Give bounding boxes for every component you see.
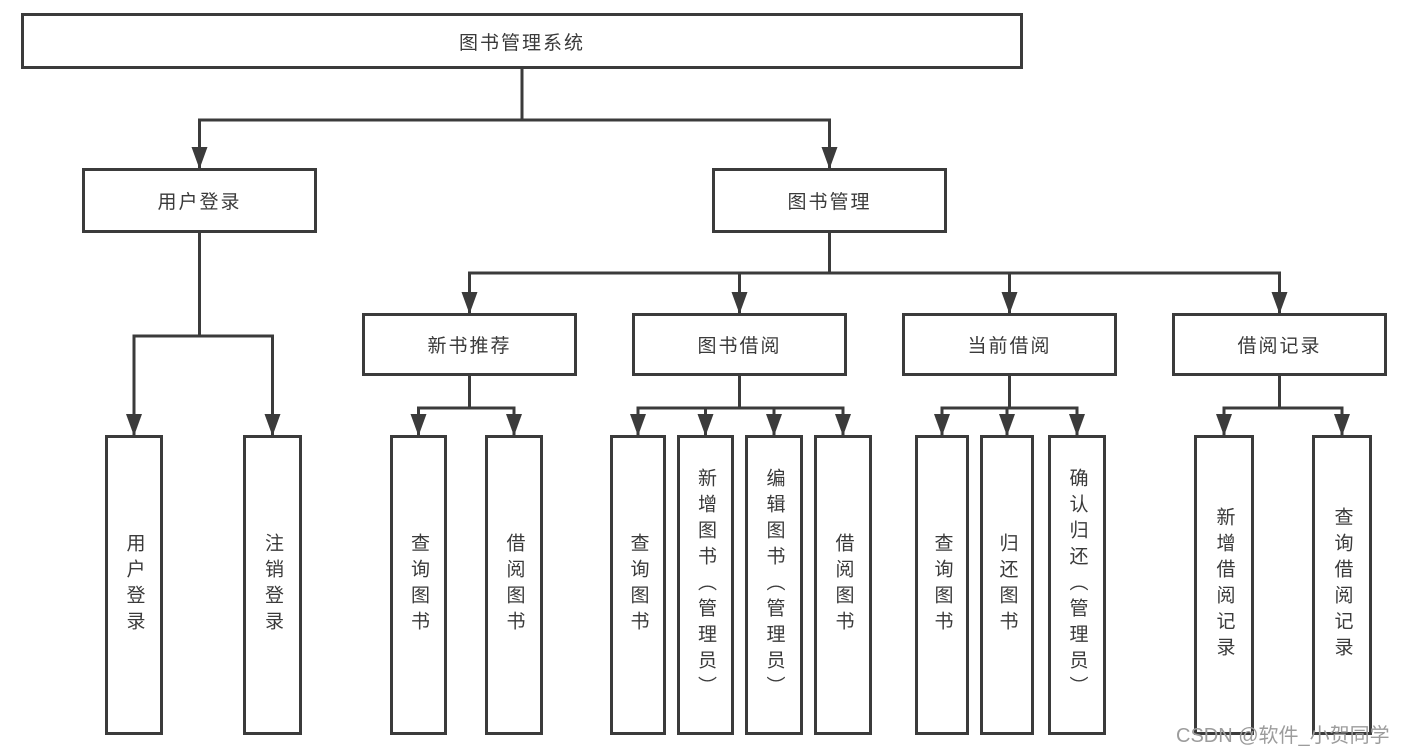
node-book-borrow: 图书借阅 (632, 313, 847, 376)
leaf-label: 借阅图书 (503, 533, 525, 637)
leaf-label: 查询图书 (931, 533, 953, 637)
leaf-label: 注销登录 (262, 533, 283, 637)
node-label: 图书管理 (787, 192, 872, 213)
leaf-label: 查询图书 (408, 533, 429, 637)
leaf-query-books: 查询图书 (610, 435, 666, 735)
node-library-management-system: 图书管理系统 (21, 13, 1023, 69)
node-label: 借阅记录 (1237, 336, 1322, 357)
leaf-user-login: 用户登录 (105, 435, 163, 735)
leaf-query-books: 查询图书 (915, 435, 969, 735)
leaf-label: 确认归还（管理员） (1066, 468, 1088, 702)
leaf-query-borrow-record: 查询借阅记录 (1312, 435, 1372, 735)
node-label: 图书管理系统 (458, 32, 585, 54)
leaf-add-borrow-record: 新增借阅记录 (1194, 435, 1254, 735)
node-label: 当前借阅 (967, 336, 1052, 357)
node-new-book-recommend: 新书推荐 (362, 313, 577, 376)
leaf-label: 借阅图书 (832, 533, 854, 637)
node-book-management: 图书管理 (712, 168, 947, 233)
leaf-confirm-return-admin: 确认归还（管理员） (1048, 435, 1106, 735)
leaf-edit-books-admin: 编辑图书（管理员） (745, 435, 803, 735)
leaf-label: 用户登录 (123, 533, 145, 637)
leaf-borrow-books: 借阅图书 (814, 435, 872, 735)
leaf-label: 编辑图书（管理员） (763, 468, 785, 702)
leaf-borrow-books: 借阅图书 (485, 435, 543, 735)
leaf-label: 查询借阅记录 (1331, 507, 1353, 663)
leaf-label: 新增借阅记录 (1213, 507, 1235, 663)
leaf-return-books: 归还图书 (980, 435, 1034, 735)
leaf-query-books: 查询图书 (390, 435, 447, 735)
node-user-login: 用户登录 (82, 168, 317, 233)
leaf-label: 查询图书 (627, 533, 649, 637)
leaf-label: 归还图书 (996, 533, 1018, 637)
csdn-watermark: CSDN @软件_小贺同学 (1176, 725, 1390, 747)
node-borrow-record: 借阅记录 (1172, 313, 1387, 376)
node-label: 新书推荐 (427, 336, 512, 357)
leaf-label: 新增图书（管理员） (695, 468, 716, 702)
leaf-logout: 注销登录 (243, 435, 302, 735)
node-label: 图书借阅 (697, 336, 782, 357)
node-current-borrow: 当前借阅 (902, 313, 1117, 376)
leaf-add-books-admin: 新增图书（管理员） (677, 435, 734, 735)
node-label: 用户登录 (157, 192, 242, 213)
